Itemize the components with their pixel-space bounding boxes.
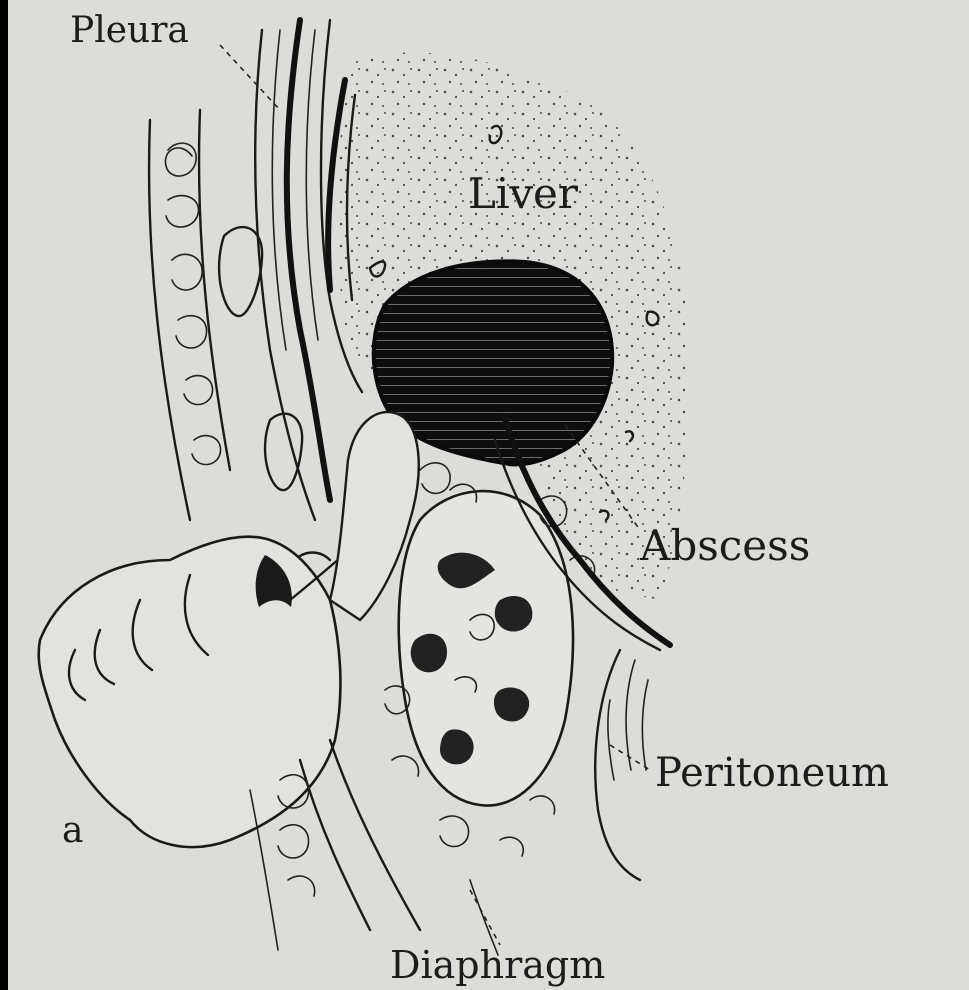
- diaphragm-label: Diaphragm: [390, 943, 605, 987]
- pleura-label: Pleura: [70, 10, 189, 51]
- liver-label: Liver: [468, 169, 579, 218]
- bowel-loop: [399, 491, 573, 805]
- panel-letter: a: [62, 810, 83, 851]
- abscess-label: Abscess: [639, 521, 810, 570]
- peritoneum-label: Peritoneum: [655, 750, 889, 796]
